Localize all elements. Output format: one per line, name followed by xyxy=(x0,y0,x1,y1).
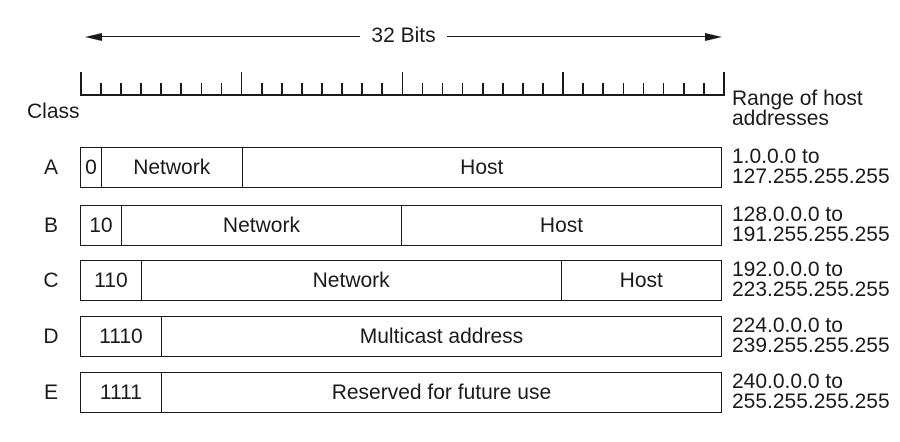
range-line1: 224.0.0.0 to xyxy=(732,314,843,337)
range-line2: 255.255.255.255 xyxy=(732,390,890,413)
bit-tick xyxy=(421,83,424,96)
bit-tick xyxy=(481,83,484,96)
bit-tick xyxy=(160,83,163,96)
address-structure-box: 1110 Multicast address xyxy=(80,316,722,357)
range-line2: 223.255.255.255 xyxy=(732,278,890,301)
field-label: Host xyxy=(619,268,663,292)
byte-boundary-tick xyxy=(240,72,243,96)
byte-boundary-tick xyxy=(401,72,404,96)
bit-tick xyxy=(441,83,444,96)
field-label: 10 xyxy=(89,213,113,237)
bit-tick xyxy=(642,83,645,96)
field-cell: Network xyxy=(122,206,402,245)
field-cell: Host xyxy=(402,206,721,245)
arrow-line-left xyxy=(102,35,361,38)
bit-tick xyxy=(542,83,544,96)
field-cell: Host xyxy=(562,261,722,300)
range-line2: 239.255.255.255 xyxy=(732,334,890,357)
byte-boundary-tick xyxy=(562,72,564,96)
class-row-label: A xyxy=(43,155,58,179)
arrowhead-right-icon xyxy=(705,32,723,41)
field-label: Network xyxy=(312,268,390,292)
bit-tick xyxy=(301,83,303,96)
bit-tick xyxy=(501,83,504,96)
bit-tick xyxy=(280,83,283,96)
prefix-bits-cell: 1111 xyxy=(81,373,162,412)
range-header-line2: addresses xyxy=(732,107,829,130)
bit-tick xyxy=(321,83,323,96)
field-label: Multicast address xyxy=(359,324,524,348)
class-row-label: B xyxy=(43,213,58,237)
range-column-header: Range of host addresses xyxy=(732,87,863,130)
address-structure-box: 110 Network Host xyxy=(80,260,722,301)
field-cell: Multicast address xyxy=(162,317,721,356)
class-row-label: D xyxy=(43,324,59,348)
range-line1: 128.0.0.0 to xyxy=(732,203,843,226)
field-cell: Reserved for future use xyxy=(162,373,721,412)
bit-tick xyxy=(220,83,223,96)
address-structure-box: 0 Network Host xyxy=(80,147,722,188)
arrow-line-right xyxy=(446,35,706,38)
range-line1: 1.0.0.0 to xyxy=(732,145,820,168)
field-label: Reserved for future use xyxy=(331,380,552,404)
class-column-header: Class xyxy=(27,100,80,123)
bit-tick xyxy=(662,83,665,96)
byte-boundary-tick xyxy=(80,72,82,96)
prefix-bits-cell: 10 xyxy=(81,206,122,245)
bit-scale-ruler xyxy=(80,72,725,96)
bit-tick xyxy=(140,83,142,96)
field-cell: Network xyxy=(142,261,562,300)
bits-span-arrow: 32 Bits xyxy=(85,24,723,47)
field-label: 110 xyxy=(94,268,128,292)
address-structure-box: 10 Network Host xyxy=(80,205,722,246)
range-header-line1: Range of host xyxy=(732,87,863,110)
class-row-label: C xyxy=(43,268,59,292)
field-cell: Network xyxy=(102,148,243,187)
bit-tick xyxy=(180,83,183,96)
range-line1: 192.0.0.0 to xyxy=(732,258,843,281)
bit-tick xyxy=(582,83,585,96)
field-label: 1110 xyxy=(99,324,143,348)
field-label: Network xyxy=(222,213,300,237)
bit-tick xyxy=(522,83,524,96)
field-label: Host xyxy=(460,155,504,179)
bit-tick xyxy=(702,83,705,96)
prefix-bits-cell: 1110 xyxy=(81,317,162,356)
field-cell: Host xyxy=(243,148,722,187)
range-line2: 191.255.255.255 xyxy=(732,223,890,246)
byte-boundary-tick xyxy=(723,72,725,96)
field-label: 1111 xyxy=(99,380,142,404)
prefix-bits-cell: 0 xyxy=(81,148,102,187)
bit-tick xyxy=(200,83,203,96)
bit-tick xyxy=(622,83,625,96)
range-line2: 127.255.255.255 xyxy=(732,165,890,188)
bit-tick xyxy=(341,83,343,96)
prefix-bits-cell: 110 xyxy=(81,261,142,300)
field-label: 0 xyxy=(85,155,97,179)
bit-tick xyxy=(682,83,685,96)
bit-tick xyxy=(100,83,102,96)
class-row-label: E xyxy=(43,380,58,404)
range-line1: 240.0.0.0 to xyxy=(732,370,843,393)
bit-tick xyxy=(461,83,464,96)
arrowhead-left-icon xyxy=(85,32,102,41)
bit-tick xyxy=(120,83,122,96)
field-label: Host xyxy=(539,213,584,237)
bits-count-label: 32 Bits xyxy=(371,23,436,47)
field-label: Network xyxy=(133,155,211,179)
bit-tick xyxy=(602,83,605,96)
address-structure-box: 1111 Reserved for future use xyxy=(80,372,722,413)
bit-tick xyxy=(381,83,384,96)
bit-tick xyxy=(260,83,263,96)
bit-tick xyxy=(361,83,363,96)
